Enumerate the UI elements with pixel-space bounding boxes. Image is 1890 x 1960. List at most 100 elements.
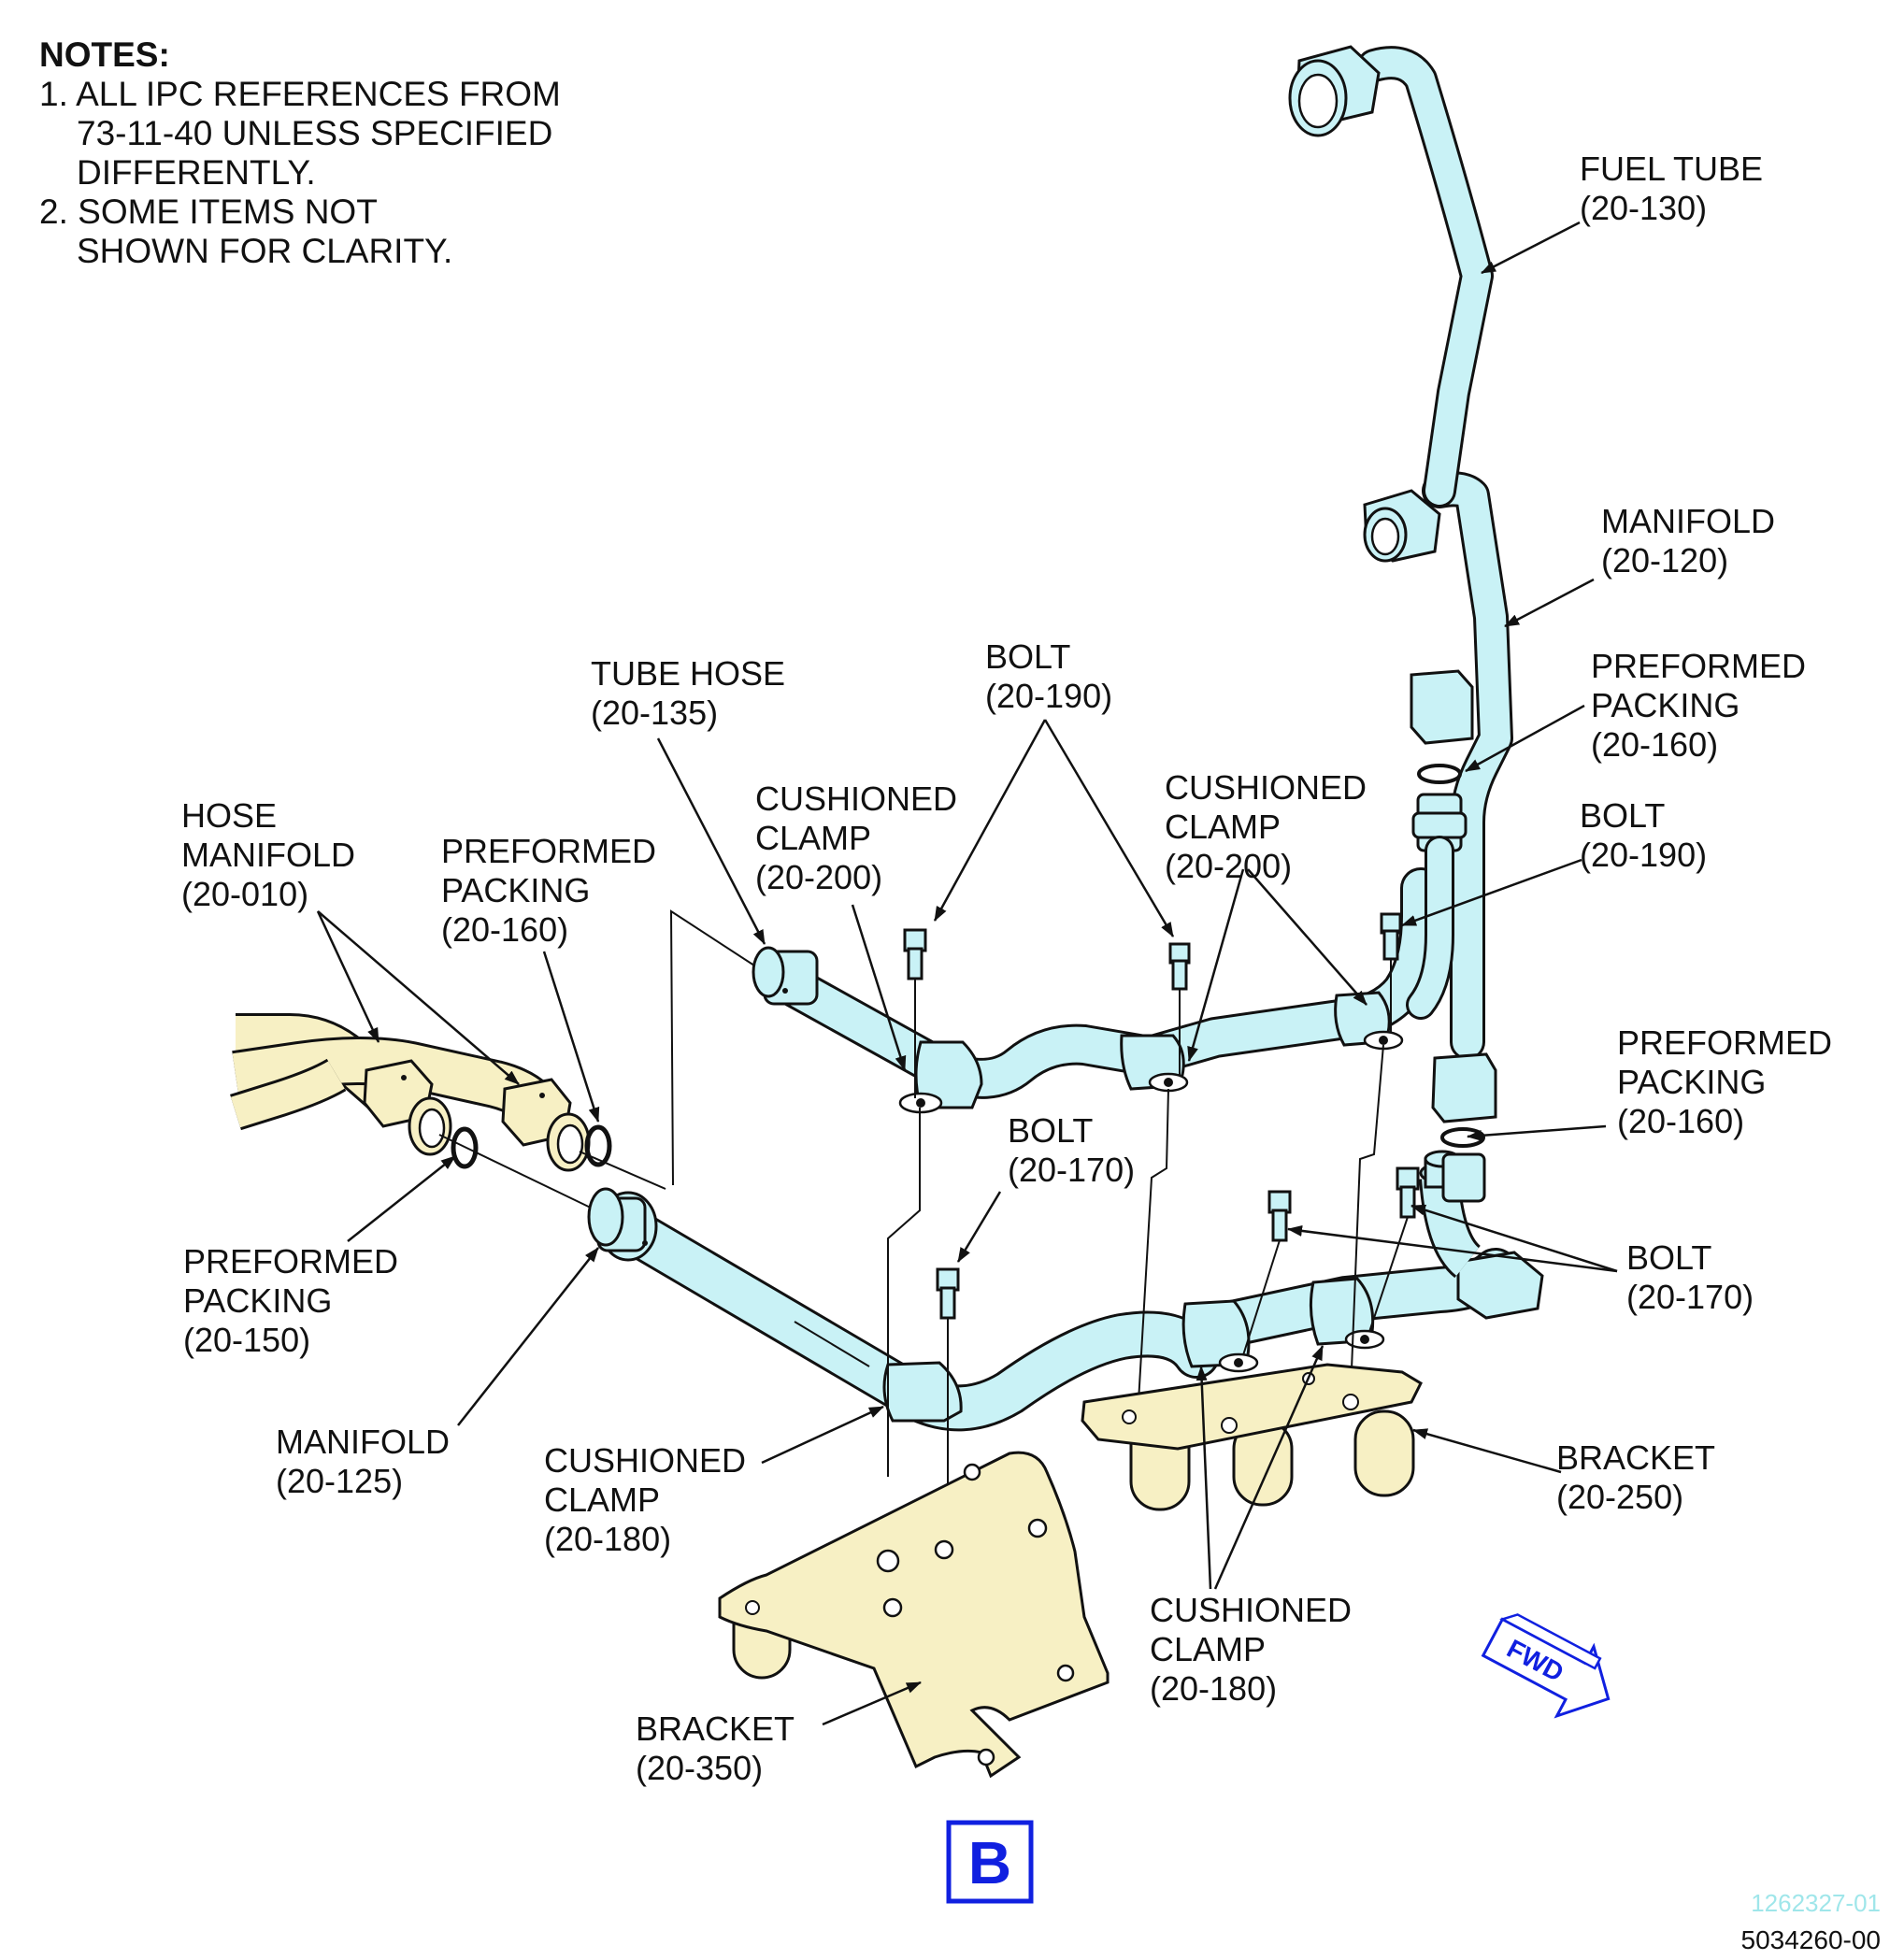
callout-clamp-20-200-left: CUSHIONED CLAMP (20-200) xyxy=(755,780,957,896)
svg-text:CUSHIONED: CUSHIONED xyxy=(1165,768,1367,807)
callout-clamp-20-180-left: CUSHIONED CLAMP (20-180) xyxy=(544,1441,746,1558)
callout-fuel-tube: FUEL TUBE (20-130) xyxy=(1580,150,1763,227)
svg-text:(20-170): (20-170) xyxy=(1626,1278,1754,1316)
svg-text:MANIFOLD: MANIFOLD xyxy=(181,836,355,874)
svg-text:(20-180): (20-180) xyxy=(544,1520,671,1558)
svg-text:CUSHIONED: CUSHIONED xyxy=(544,1441,746,1480)
bolt-20-170-b xyxy=(1242,1190,1292,1356)
svg-text:(20-150): (20-150) xyxy=(183,1321,310,1359)
svg-text:(20-190): (20-190) xyxy=(1580,836,1707,874)
bracket-20-350-part xyxy=(718,1451,1110,1779)
notes-block: NOTES: 1. ALL IPC REFERENCES FROM 73-11-… xyxy=(39,36,561,271)
svg-text:(20-010): (20-010) xyxy=(181,875,308,913)
svg-text:MANIFOLD: MANIFOLD xyxy=(1601,502,1775,540)
clamp-20-200-c xyxy=(1334,991,1404,1051)
svg-text:(20-170): (20-170) xyxy=(1008,1151,1135,1189)
callout-clamp-20-200-right: CUSHIONED CLAMP (20-200) xyxy=(1165,768,1367,885)
packing-20-150 xyxy=(451,1126,479,1169)
svg-text:BOLT: BOLT xyxy=(1626,1238,1711,1277)
svg-text:PREFORMED: PREFORMED xyxy=(1617,1023,1832,1062)
callout-bracket-20-250: BRACKET (20-250) xyxy=(1556,1438,1715,1516)
note-line: DIFFERENTLY. xyxy=(77,153,316,192)
svg-text:CUSHIONED: CUSHIONED xyxy=(755,780,957,818)
bracket-20-250-part xyxy=(1081,1363,1423,1511)
note-line: SHOWN FOR CLARITY. xyxy=(77,232,453,270)
note-line: 1. ALL IPC REFERENCES FROM xyxy=(39,75,561,113)
svg-text:(20-135): (20-135) xyxy=(591,694,718,732)
svg-text:PACKING: PACKING xyxy=(183,1281,332,1320)
svg-text:CLAMP: CLAMP xyxy=(755,819,871,857)
svg-text:MANIFOLD: MANIFOLD xyxy=(276,1423,450,1461)
drawing-number: 5034260-00 xyxy=(1741,1925,1881,1954)
svg-text:CUSHIONED: CUSHIONED xyxy=(1150,1591,1352,1629)
svg-text:(20-180): (20-180) xyxy=(1150,1669,1277,1708)
leader-lines xyxy=(316,221,1618,1726)
note-line: 73-11-40 UNLESS SPECIFIED xyxy=(77,114,553,152)
svg-text:PACKING: PACKING xyxy=(1617,1063,1766,1101)
packing-20-160-left xyxy=(584,1124,612,1167)
svg-text:BOLT: BOLT xyxy=(1580,796,1665,835)
clamp-20-180-a xyxy=(882,1361,963,1423)
svg-text:PREFORMED: PREFORMED xyxy=(183,1242,398,1280)
svg-text:(20-350): (20-350) xyxy=(636,1749,763,1787)
svg-text:BOLT: BOLT xyxy=(985,637,1070,676)
callout-bolt-20-190-right: BOLT (20-190) xyxy=(1580,796,1707,874)
svg-text:CLAMP: CLAMP xyxy=(544,1481,660,1519)
svg-text:PREFORMED: PREFORMED xyxy=(1591,647,1806,685)
tube-hose-20-135-part xyxy=(752,867,1441,1099)
figure-ref-id: 1262327-01 xyxy=(1751,1889,1881,1917)
bolt-20-170-c xyxy=(1368,1166,1420,1333)
clamp-20-200-a xyxy=(898,1040,983,1114)
callout-manifold-20-120: MANIFOLD (20-120) xyxy=(1601,502,1775,579)
svg-text:CLAMP: CLAMP xyxy=(1150,1630,1266,1668)
hose-manifold-part xyxy=(230,1013,591,1172)
callout-clamp-20-180-lower: CUSHIONED CLAMP (20-180) xyxy=(1150,1591,1352,1708)
svg-text:BRACKET: BRACKET xyxy=(636,1710,795,1748)
callout-bolt-20-170-mid: BOLT (20-170) xyxy=(1008,1111,1135,1189)
view-label-box xyxy=(946,1820,1034,1904)
callout-bolt-20-190-top: BOLT (20-190) xyxy=(985,637,1112,715)
callout-packing-20-160-b: PREFORMED PACKING (20-160) xyxy=(1617,1023,1832,1140)
svg-text:CLAMP: CLAMP xyxy=(1165,808,1281,846)
svg-text:PACKING: PACKING xyxy=(441,871,590,909)
svg-text:BRACKET: BRACKET xyxy=(1556,1438,1715,1477)
callout-manifold-20-125: MANIFOLD (20-125) xyxy=(276,1423,450,1500)
svg-text:BOLT: BOLT xyxy=(1008,1111,1093,1150)
svg-text:PACKING: PACKING xyxy=(1591,686,1740,724)
callout-packing-20-150: PREFORMED PACKING (20-150) xyxy=(183,1242,398,1359)
note-line: 2. SOME ITEMS NOT xyxy=(39,193,378,231)
svg-text:(20-160): (20-160) xyxy=(1617,1102,1744,1140)
svg-text:(20-190): (20-190) xyxy=(985,677,1112,715)
clamp-20-180-c xyxy=(1309,1277,1385,1350)
svg-text:(20-125): (20-125) xyxy=(276,1462,403,1500)
bolt-20-190-c xyxy=(1380,912,1402,1033)
svg-text:HOSE: HOSE xyxy=(181,796,277,835)
bolt-20-170-a xyxy=(936,1267,960,1514)
callout-tube-hose: TUBE HOSE (20-135) xyxy=(591,654,785,732)
clamp-20-180-b xyxy=(1181,1299,1259,1373)
svg-text:(20-160): (20-160) xyxy=(1591,725,1718,764)
svg-text:(20-250): (20-250) xyxy=(1556,1478,1683,1516)
notes-heading: NOTES: xyxy=(39,36,170,74)
view-label: B xyxy=(968,1829,1011,1896)
svg-text:TUBE HOSE: TUBE HOSE xyxy=(591,654,785,693)
callout-packing-20-160-a: PREFORMED PACKING (20-160) xyxy=(1591,647,1806,764)
bolt-20-190-b xyxy=(1168,942,1191,1075)
svg-text:(20-200): (20-200) xyxy=(1165,847,1292,885)
callout-bolt-20-170-right: BOLT (20-170) xyxy=(1626,1238,1754,1316)
svg-text:(20-130): (20-130) xyxy=(1580,189,1707,227)
svg-text:(20-160): (20-160) xyxy=(441,910,568,949)
fwd-arrow-icon: FWD xyxy=(1481,1613,1611,1719)
svg-text:(20-120): (20-120) xyxy=(1601,541,1728,579)
clamp-20-200-b xyxy=(1120,1034,1189,1093)
svg-text:PREFORMED: PREFORMED xyxy=(441,832,656,870)
callout-hose-manifold: HOSE MANIFOLD (20-010) xyxy=(181,796,355,913)
callout-bracket-20-350: BRACKET (20-350) xyxy=(636,1710,795,1787)
fuel-tube-20-130-part xyxy=(1288,45,1497,1203)
svg-text:(20-200): (20-200) xyxy=(755,858,882,896)
bolt-20-190-a xyxy=(903,928,927,1098)
manifold-20-125-part xyxy=(587,1150,1544,1432)
svg-text:FUEL TUBE: FUEL TUBE xyxy=(1580,150,1763,188)
